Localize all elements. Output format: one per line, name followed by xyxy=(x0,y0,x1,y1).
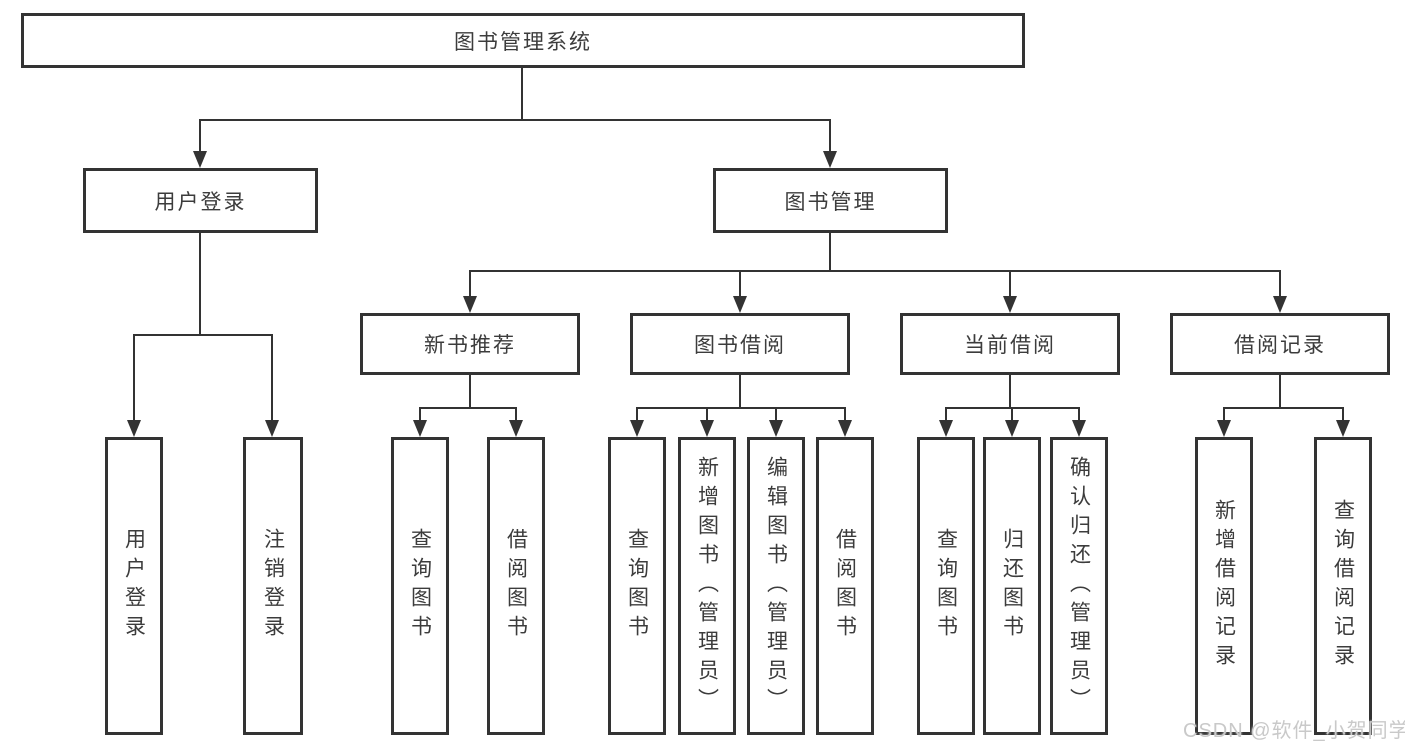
connector-line xyxy=(469,270,471,297)
connector-line xyxy=(419,407,517,409)
connector-line xyxy=(469,270,1281,272)
arrow-down-icon xyxy=(1072,420,1086,437)
connector-line xyxy=(469,375,471,408)
leaf-label: 新增图书（管理员） xyxy=(695,455,719,717)
arrow-down-icon xyxy=(823,151,837,168)
connector-line xyxy=(1279,270,1281,297)
connector-line xyxy=(199,119,831,121)
connector-line xyxy=(1279,375,1281,408)
leaf-borrow-books-newbook: 借阅图书 xyxy=(487,437,545,735)
arrow-down-icon xyxy=(700,420,714,437)
connector-line xyxy=(739,375,741,408)
arrow-down-icon xyxy=(463,296,477,313)
leaf-edit-books-admin: 编辑图书（管理员） xyxy=(747,437,805,735)
connector-line xyxy=(775,407,777,421)
arrow-down-icon xyxy=(1273,296,1287,313)
arrow-down-icon xyxy=(1003,296,1017,313)
connector-line xyxy=(945,407,947,421)
arrow-down-icon xyxy=(509,420,523,437)
leaf-label: 新增借阅记录 xyxy=(1212,499,1236,673)
connector-line xyxy=(271,334,273,421)
node-label: 图书借阅 xyxy=(694,334,786,357)
node-label: 当前借阅 xyxy=(964,334,1056,357)
leaf-return-books: 归还图书 xyxy=(983,437,1041,735)
csdn-watermark: CSDN @软件_小贺同学 xyxy=(1183,720,1405,742)
leaf-add-borrow-record: 新增借阅记录 xyxy=(1195,437,1253,735)
arrow-down-icon xyxy=(193,151,207,168)
connector-line xyxy=(521,68,523,120)
leaf-label: 借阅图书 xyxy=(504,528,528,644)
arrow-down-icon xyxy=(733,296,747,313)
arrow-down-icon xyxy=(265,420,279,437)
arrow-down-icon xyxy=(939,420,953,437)
connector-line xyxy=(1009,375,1011,408)
connector-line xyxy=(199,233,201,335)
leaf-label: 查询图书 xyxy=(934,528,958,644)
leaf-user-login: 用户登录 xyxy=(105,437,163,735)
node-label: 用户登录 xyxy=(154,190,247,214)
arrow-down-icon xyxy=(838,420,852,437)
connector-line xyxy=(133,334,135,421)
leaf-label: 编辑图书（管理员） xyxy=(764,455,788,717)
node-library-management-system: 图书管理系统 xyxy=(21,13,1025,68)
leaf-label: 查询图书 xyxy=(625,528,649,644)
connector-line xyxy=(199,119,201,153)
connector-line xyxy=(133,334,272,336)
arrow-down-icon xyxy=(630,420,644,437)
leaf-add-books-admin: 新增图书（管理员） xyxy=(678,437,736,735)
node-user-login: 用户登录 xyxy=(83,168,318,233)
connector-line xyxy=(829,233,831,271)
node-borrowing-records: 借阅记录 xyxy=(1170,313,1390,375)
leaf-label: 借阅图书 xyxy=(833,528,857,644)
connector-line xyxy=(636,407,638,421)
connector-line xyxy=(844,407,846,421)
connector-line xyxy=(1342,407,1344,421)
leaf-query-books-current: 查询图书 xyxy=(917,437,975,735)
connector-line xyxy=(419,407,421,421)
connector-line xyxy=(706,407,708,421)
arrow-down-icon xyxy=(1217,420,1231,437)
node-current-borrowing: 当前借阅 xyxy=(900,313,1120,375)
connector-line xyxy=(1078,407,1080,421)
node-label: 图书管理 xyxy=(784,190,877,214)
arrow-down-icon xyxy=(1336,420,1350,437)
connector-line xyxy=(636,407,846,409)
node-new-book-recommendation: 新书推荐 xyxy=(360,313,580,375)
arrow-down-icon xyxy=(769,420,783,437)
node-label: 借阅记录 xyxy=(1234,334,1326,357)
node-book-management: 图书管理 xyxy=(713,168,948,233)
leaf-label: 注销登录 xyxy=(261,528,285,644)
leaf-label: 归还图书 xyxy=(1000,528,1024,644)
connector-line xyxy=(739,270,741,297)
arrow-down-icon xyxy=(1005,420,1019,437)
arrow-down-icon xyxy=(127,420,141,437)
arrow-down-icon xyxy=(413,420,427,437)
node-label: 新书推荐 xyxy=(424,334,516,357)
connector-line xyxy=(1011,407,1013,421)
leaf-confirm-return-admin: 确认归还（管理员） xyxy=(1050,437,1108,735)
connector-line xyxy=(1223,407,1344,409)
connector-line xyxy=(515,407,517,421)
node-label: 图书管理系统 xyxy=(454,30,592,54)
leaf-query-books-borrowing: 查询图书 xyxy=(608,437,666,735)
leaf-logout: 注销登录 xyxy=(243,437,303,735)
leaf-label: 用户登录 xyxy=(122,528,146,644)
leaf-label: 确认归还（管理员） xyxy=(1067,455,1091,717)
connector-line xyxy=(1223,407,1225,421)
node-book-borrowing: 图书借阅 xyxy=(630,313,850,375)
leaf-label: 查询图书 xyxy=(408,528,432,644)
connector-line xyxy=(829,119,831,153)
leaf-query-books-newbook: 查询图书 xyxy=(391,437,449,735)
connector-line xyxy=(1009,270,1011,297)
leaf-label: 查询借阅记录 xyxy=(1331,499,1355,673)
leaf-borrow-books: 借阅图书 xyxy=(816,437,874,735)
leaf-query-borrow-record: 查询借阅记录 xyxy=(1314,437,1372,735)
